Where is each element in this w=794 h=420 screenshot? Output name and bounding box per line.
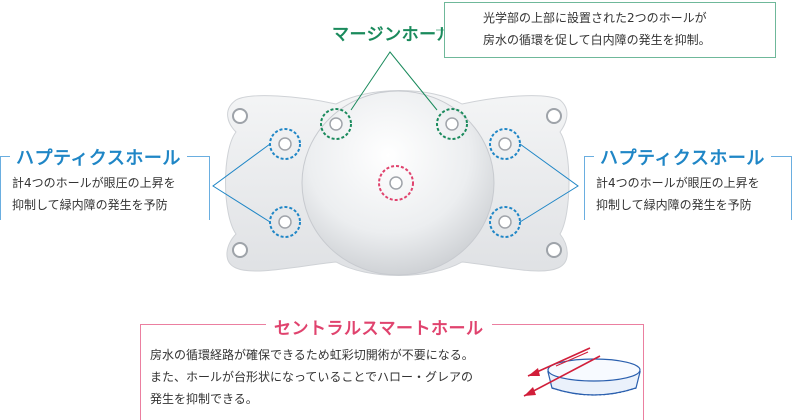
margin-hole-title: マージンホール: [332, 25, 455, 45]
haptic-hole: [498, 215, 512, 229]
haptic-hole: [278, 215, 292, 229]
haptic-left-leader-line: [212, 143, 271, 223]
haptic-hole: [498, 137, 512, 151]
margin-hole-marker: [436, 108, 468, 140]
haptic-left-desc-1: 計4つのホールが眼圧の上昇を: [12, 176, 176, 190]
haptic-right-box-edge-right: [791, 156, 792, 220]
haptic-right-desc-1: 計4つのホールが眼圧の上昇を: [596, 176, 760, 190]
haptic-right-leader-line: [519, 143, 579, 223]
margin-hole-desc-1: 光学部の上部に設置された2つのホールが: [483, 11, 707, 25]
haptic-right-title: ハプティクスホール: [594, 144, 771, 170]
haptic-hole: [278, 137, 292, 151]
haptic-right-desc-2: 抑制して緑内障の発生を予防: [596, 198, 752, 212]
haptic-left-box-edge-right: [209, 156, 210, 220]
corner-hole: [232, 242, 248, 258]
central-hole-desc-3: 発生を抑制できる。: [150, 392, 258, 406]
margin-hole-marker: [320, 108, 352, 140]
corner-hole: [546, 242, 562, 258]
margin-hole: [445, 117, 459, 131]
corner-hole: [546, 108, 562, 124]
haptic-left-desc-2: 抑制して緑内障の発生を予防: [12, 198, 168, 212]
central-hole-title: セントラルスマートホール: [266, 314, 492, 339]
margin-hole-desc-2: 房水の循環を促して白内障の発生を抑制。: [483, 33, 711, 47]
trapezoid-hole-illustration: [523, 347, 641, 397]
central-hole-desc-1: 房水の循環経路が確保できるため虹彩切開術が不要になる。: [150, 348, 474, 362]
corner-hole: [232, 108, 248, 124]
margin-hole-box: 光学部の上部に設置された2つのホールが 房水の循環を促して白内障の発生を抑制。: [444, 2, 776, 58]
central-hole-marker: [378, 165, 414, 201]
margin-hole: [329, 117, 343, 131]
margin-leader-line: [350, 51, 438, 111]
haptic-left-box-edge: [0, 156, 1, 220]
central-hole: [389, 176, 403, 190]
central-hole-desc-2: また、ホールが台形状になっていることでハロー・グレアの: [150, 370, 474, 384]
haptic-right-box-edge: [584, 156, 585, 220]
haptic-left-title: ハプティクスホール: [10, 144, 187, 170]
